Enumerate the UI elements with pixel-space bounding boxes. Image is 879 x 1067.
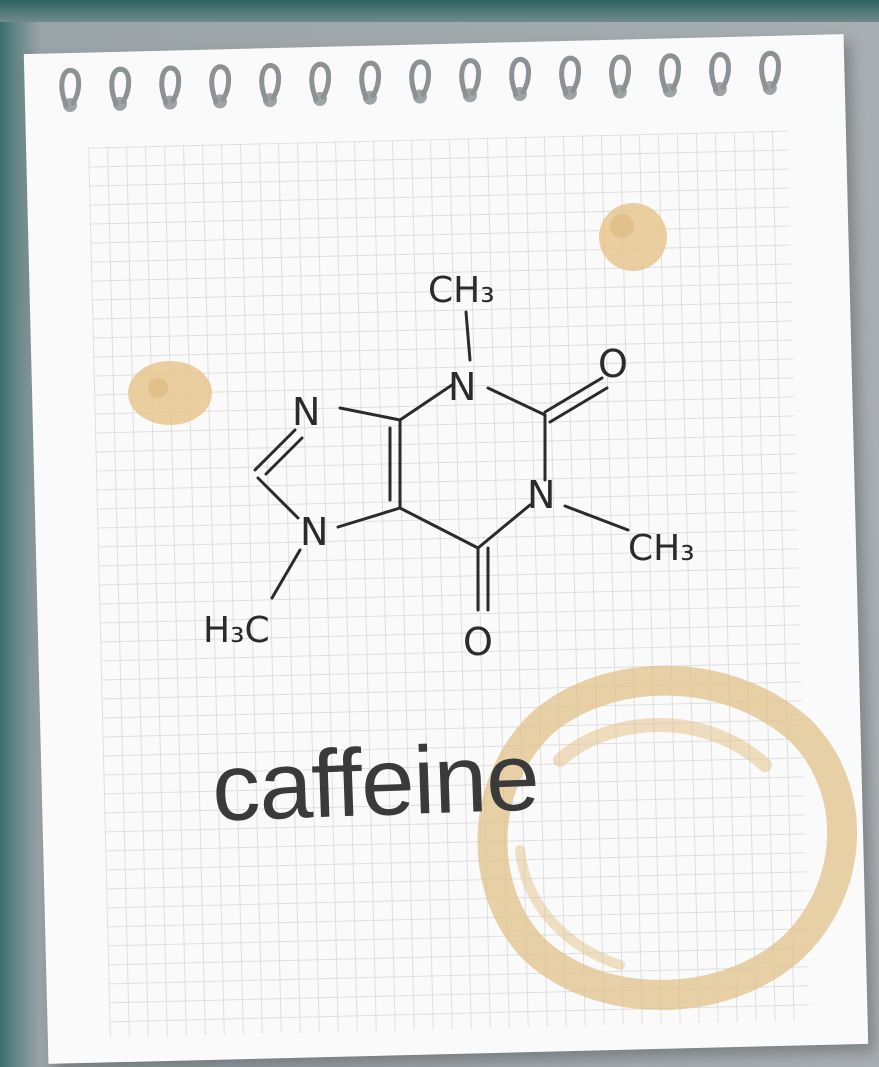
spiral-binding-ring-icon <box>709 52 731 97</box>
atom-n-right: N <box>527 473 555 517</box>
atom-ch3-top: CH₃ <box>428 270 495 311</box>
spiral-binding-ring-icon <box>509 56 532 102</box>
spiral-binding-ring-icon <box>659 53 681 98</box>
coffee-ring-icon <box>477 665 858 1010</box>
spiral-binding-ring-icon <box>59 67 82 113</box>
spiral-binding-ring-icon <box>759 50 781 95</box>
spiral-binding-ring-icon <box>409 59 432 104</box>
atom-o-bottom: O <box>463 620 493 664</box>
spiral-binding-ring-icon <box>259 63 282 108</box>
atom-h3c-left: H₃C <box>203 610 270 651</box>
coffee-stain-icon <box>128 361 212 425</box>
atom-o-top: O <box>598 342 628 386</box>
spiral-binding-ring-icon <box>309 61 332 106</box>
spiral-binding <box>59 50 781 113</box>
coffee-stain-icon <box>599 203 667 271</box>
notepad-page <box>23 34 869 1064</box>
atom-n-imidazole-top: N <box>292 390 320 434</box>
atom-n-imidazole-bottom: N <box>300 510 328 554</box>
spiral-binding-ring-icon <box>209 64 232 109</box>
spiral-binding-ring-icon <box>109 66 132 111</box>
atom-ch3-right: CH₃ <box>628 528 695 569</box>
atom-n-top: N <box>448 365 476 409</box>
spiral-binding-ring-icon <box>159 65 182 110</box>
spiral-binding-ring-icon <box>359 60 382 105</box>
molecule-bonds <box>253 310 630 612</box>
spiral-binding-ring-icon <box>559 55 582 100</box>
spiral-binding-ring-icon <box>459 58 482 103</box>
top-frame-edge <box>0 0 879 22</box>
spiral-binding-ring-icon <box>609 54 632 99</box>
molecule-name-caption: caffeine <box>210 723 541 842</box>
